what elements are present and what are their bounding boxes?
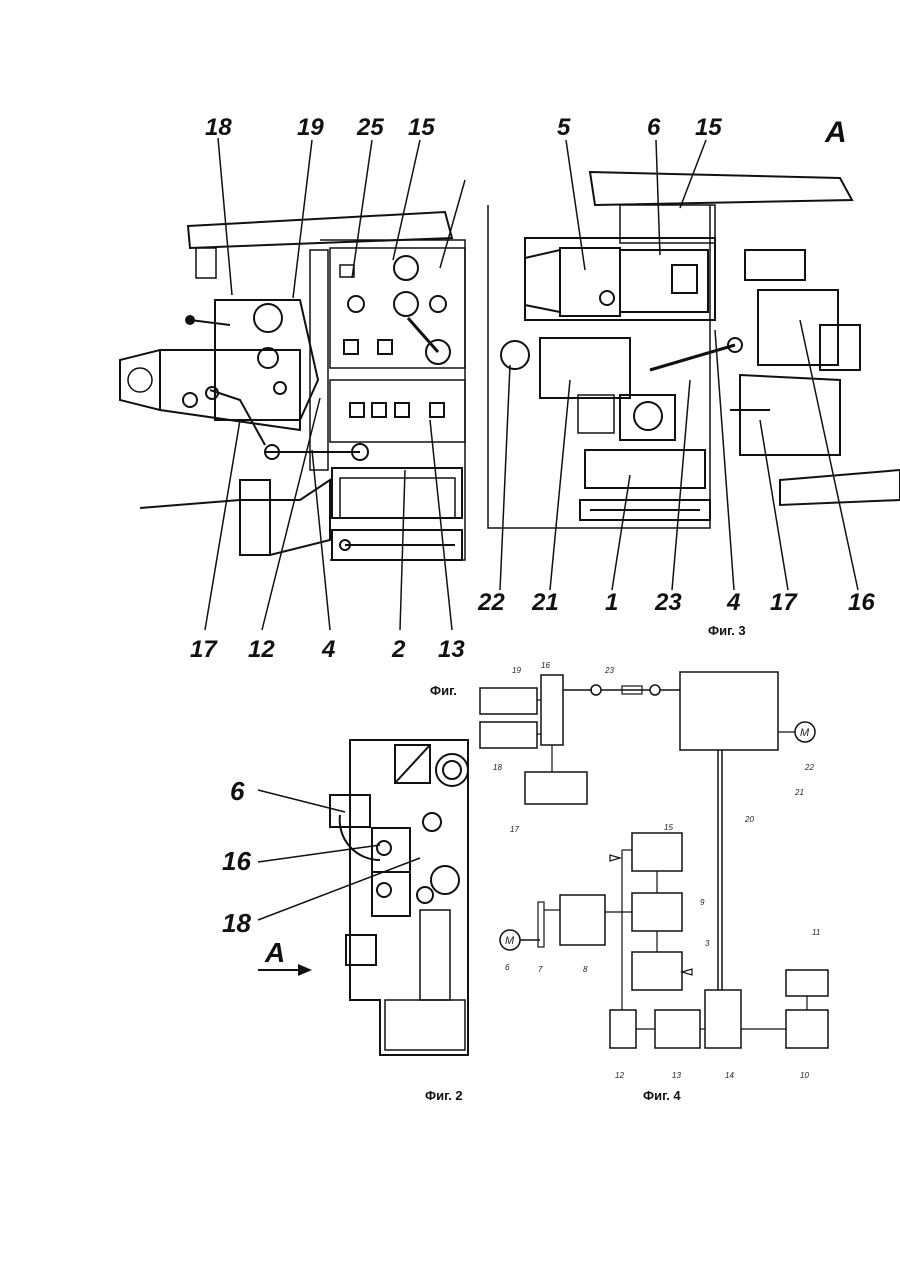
block-15 [632,833,682,871]
fig3-label-23: 23 [654,589,682,616]
fig3-label-6: 6 [647,114,661,141]
fig4-label-19: 19 [512,666,521,675]
fig4-label-6: 6 [505,963,510,972]
fig4-label-7: 7 [538,965,543,974]
figure-4-kinematic-scheme: M M 19 16 23 18 17 21 22 20 15 9 3 6 7 8… [480,661,828,1103]
block-16 [541,675,563,745]
fig4-label-11: 11 [812,928,820,937]
block-9 [632,893,682,931]
fig1-label-18: 18 [205,114,232,141]
fig3-label-17: 17 [770,589,798,616]
fig4-label-14: 14 [725,1071,734,1080]
fig4-label-12: 12 [615,1071,624,1080]
fig2-caption: Фиг. 2 [425,1088,463,1103]
fig1-label-25: 25 [356,114,384,141]
fig4-label-23: 23 [604,666,614,675]
fig3-view-letter: A [824,116,847,149]
fig4-label-10: 10 [800,1071,809,1080]
fig2-view-letter: A [264,937,285,968]
fig2-label-18: 18 [222,908,251,938]
fig4-label-9: 9 [700,898,705,907]
block-21 [680,672,778,750]
block-19 [480,688,537,714]
block-8 [560,895,605,945]
fig3-caption: Фиг. 3 [708,623,746,638]
fig1-label-17: 17 [190,636,218,663]
fig4-label-21: 21 [794,788,804,797]
fig1-label-4: 4 [321,636,335,663]
fig3-label-1: 1 [605,589,618,616]
fig1-caption: Фиг. [430,683,457,698]
fig1-label-12: 12 [248,636,275,663]
block-10 [786,1010,828,1048]
fig4-label-20: 20 [744,815,754,824]
fig3-label-5: 5 [557,114,571,141]
fig4-label-18: 18 [493,763,502,772]
fig1-label-13: 13 [438,636,465,663]
fig4-label-16: 16 [541,661,550,670]
block-14 [705,990,741,1048]
fig4-motor-6-symbol: M [505,935,515,947]
fig2-label-16: 16 [222,846,251,876]
fig3-label-4: 4 [726,589,740,616]
fig3-label-16: 16 [848,589,875,616]
fig4-label-3: 3 [705,939,710,948]
fig4-label-8: 8 [583,965,588,974]
figure-3-lathe-view-a: 5 6 15 A 22 21 1 23 4 17 16 Фиг. 3 [477,114,900,638]
figure-2-top-view: 6 16 18 A Фиг. 2 [222,740,468,1103]
fig2-label-6: 6 [230,776,245,806]
fig3-label-15: 15 [695,114,722,141]
fig3-label-22: 22 [477,589,505,616]
fig1-label-2: 2 [391,636,406,663]
block-18 [480,722,537,748]
fig1-label-19: 19 [297,114,324,141]
fig4-label-15: 15 [664,823,673,832]
fig4-label-13: 13 [672,1071,681,1080]
fig4-motor-22-symbol: M [800,727,810,739]
fig4-label-17: 17 [510,825,519,834]
fig3-label-21: 21 [531,589,559,616]
block-17 [525,772,587,804]
fig4-label-22: 22 [804,763,814,772]
block-13 [655,1010,700,1048]
figure-1-lathe-front-view: 18 19 25 15 17 12 4 2 13 Фиг. [120,114,465,698]
block-11 [786,970,828,996]
fig1-label-15: 15 [408,114,435,141]
block-3 [632,952,682,990]
block-12 [610,1010,636,1048]
fig4-caption: Фиг. 4 [643,1088,681,1103]
